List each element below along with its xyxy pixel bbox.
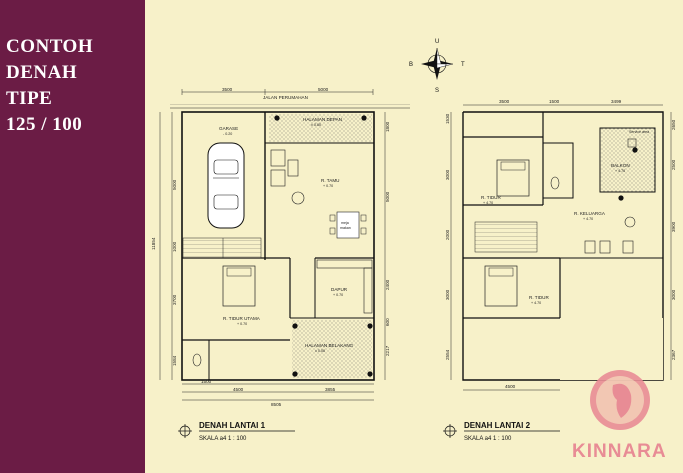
title-line-3: TIPE [6,88,53,109]
room-keluarga-name: R. KELUARGA [574,211,606,216]
sofa-icon [270,149,305,205]
dim-bottom-c: 3855 [325,387,336,392]
car-icon [207,142,245,229]
plan1-title: DENAH LANTAI 1 [199,421,266,430]
sofa-icon [584,216,636,254]
crosshair-icon [178,424,192,438]
p2-dim-right-d: 3000 [671,289,676,300]
dim-bottom-b: 4500 [233,387,244,392]
plan-lantai-1: 3500 5000 JALAN PERUMAHAN [151,87,410,442]
crosshair-icon [443,424,457,438]
room-tidur-utama-name: R. TIDUR UTAMA [223,316,261,321]
p2-dim-right-e: 2367 [671,349,676,360]
compass-icon: U T S B [409,39,465,94]
dim-left-c: 3700 [172,294,177,305]
p2-dim-right-a: 2650 [671,119,676,130]
brand-name: KINNARA [572,441,667,462]
room-garasi-name: GARASE [219,126,238,131]
kitchen-counter-icon [316,259,373,314]
dim-left-a: 5000 [172,179,177,190]
p2-dim-left-e: 2554 [445,349,450,360]
compass-north: U [435,39,439,45]
dim-top-right: 5000 [318,87,329,92]
title-line-1: CONTOH [6,36,94,57]
room-tidur-utama-level: + 0.70 [237,322,247,326]
compass-east: T [461,62,465,68]
toilet-icon [550,176,560,190]
room-garasi-level: - 0.20 [223,132,232,136]
room-halaman-depan-level: ± 0.00 [311,123,321,127]
p2-dim-right-c: 3900 [671,221,676,232]
dim-right-d: 600 [385,318,390,326]
table-icon [627,138,637,148]
floor-plan-area: U T S B 3500 5000 JALAN PERUMAHAN [145,0,683,473]
room-balkon-name: BALKON [611,163,630,168]
dining-table-icon [329,211,367,239]
plan2-scale: SKALA a4 1 : 100 [464,436,512,442]
makan-label: makan [340,226,351,230]
plan-lantai-2: 3500 1500 3499 [443,99,676,442]
plant-icon [618,147,638,201]
room-tidur-1-level: + 4.70 [483,201,493,205]
compass-west: B [409,62,413,68]
floor-plan-drawing: U T S B 3500 5000 JALAN PERUMAHAN [151,39,676,442]
dim-bottom-a: 1500 [201,379,212,384]
compass-south: S [435,88,439,94]
room-halaman-belakang-name: HALAMAN BELAKANG [305,343,354,348]
dim-right-e: 2217 [385,345,390,356]
dim-top-left: 3500 [222,87,233,92]
room-tidur-1-name: R. TIDUR [481,195,502,200]
dim-right-c: 2400 [385,279,390,290]
p2-dim-left-d: 3000 [445,289,450,300]
room-tidur-2-level: + 4.70 [531,301,541,305]
p2-dim-top-a: 3500 [499,99,510,104]
plan1-scale: SKALA a4 1 : 100 [199,436,247,442]
dim-left-total: 11854 [151,237,156,250]
p2-dim-top-b: 1500 [549,99,560,104]
room-tamu-name: R. TAMU [321,178,339,183]
room-dapur-name: DAPUR [331,287,348,292]
p2-dim-left-c: 2000 [445,229,450,240]
bed-icon [222,265,256,307]
plant-icon [274,115,373,377]
kinnara-logo-icon [590,370,650,430]
room-halaman-belakang-level: ± 0.00 [315,349,325,353]
p2-dim-left-a: 1530 [445,113,450,124]
dim-right-b: 5000 [385,191,390,202]
street-label: JALAN PERUMAHAN [263,95,308,100]
room-halaman-depan-name: HALAMAN DEPAN [303,117,342,122]
p2-dim-right-b: 2500 [671,159,676,170]
dim-right-a: 1800 [385,121,390,132]
room-dapur-level: + 0.70 [333,293,343,297]
room-tamu-level: + 0.70 [323,184,333,188]
room-tidur-2-name: R. TIDUR [529,295,550,300]
meja-label: meja [341,221,349,225]
p2-dim-left-b: 3000 [445,169,450,180]
dim-left-b: 1000 [172,241,177,252]
dim-left-d: 1584 [172,355,177,366]
room-balkon-level: + 4.70 [615,169,625,173]
dim-bottom-total: 8505 [271,402,282,407]
sidebar-panel: CONTOH DENAH TIPE 125 / 100 [0,0,145,473]
title-line-2: DENAH [6,62,78,83]
toilet-icon [192,353,202,367]
p2-dim-bottom: 4500 [505,384,516,389]
room-service-label: Service area [629,130,649,134]
bed-icon [484,265,518,307]
p2-dim-top-c: 3499 [611,99,622,104]
plan2-title: DENAH LANTAI 2 [464,421,531,430]
bed-icon [496,159,530,197]
room-keluarga-level: + 4.70 [583,217,593,221]
page-title: CONTOH DENAH TIPE 125 / 100 [6,34,93,138]
title-line-4: 125 / 100 [6,114,83,135]
